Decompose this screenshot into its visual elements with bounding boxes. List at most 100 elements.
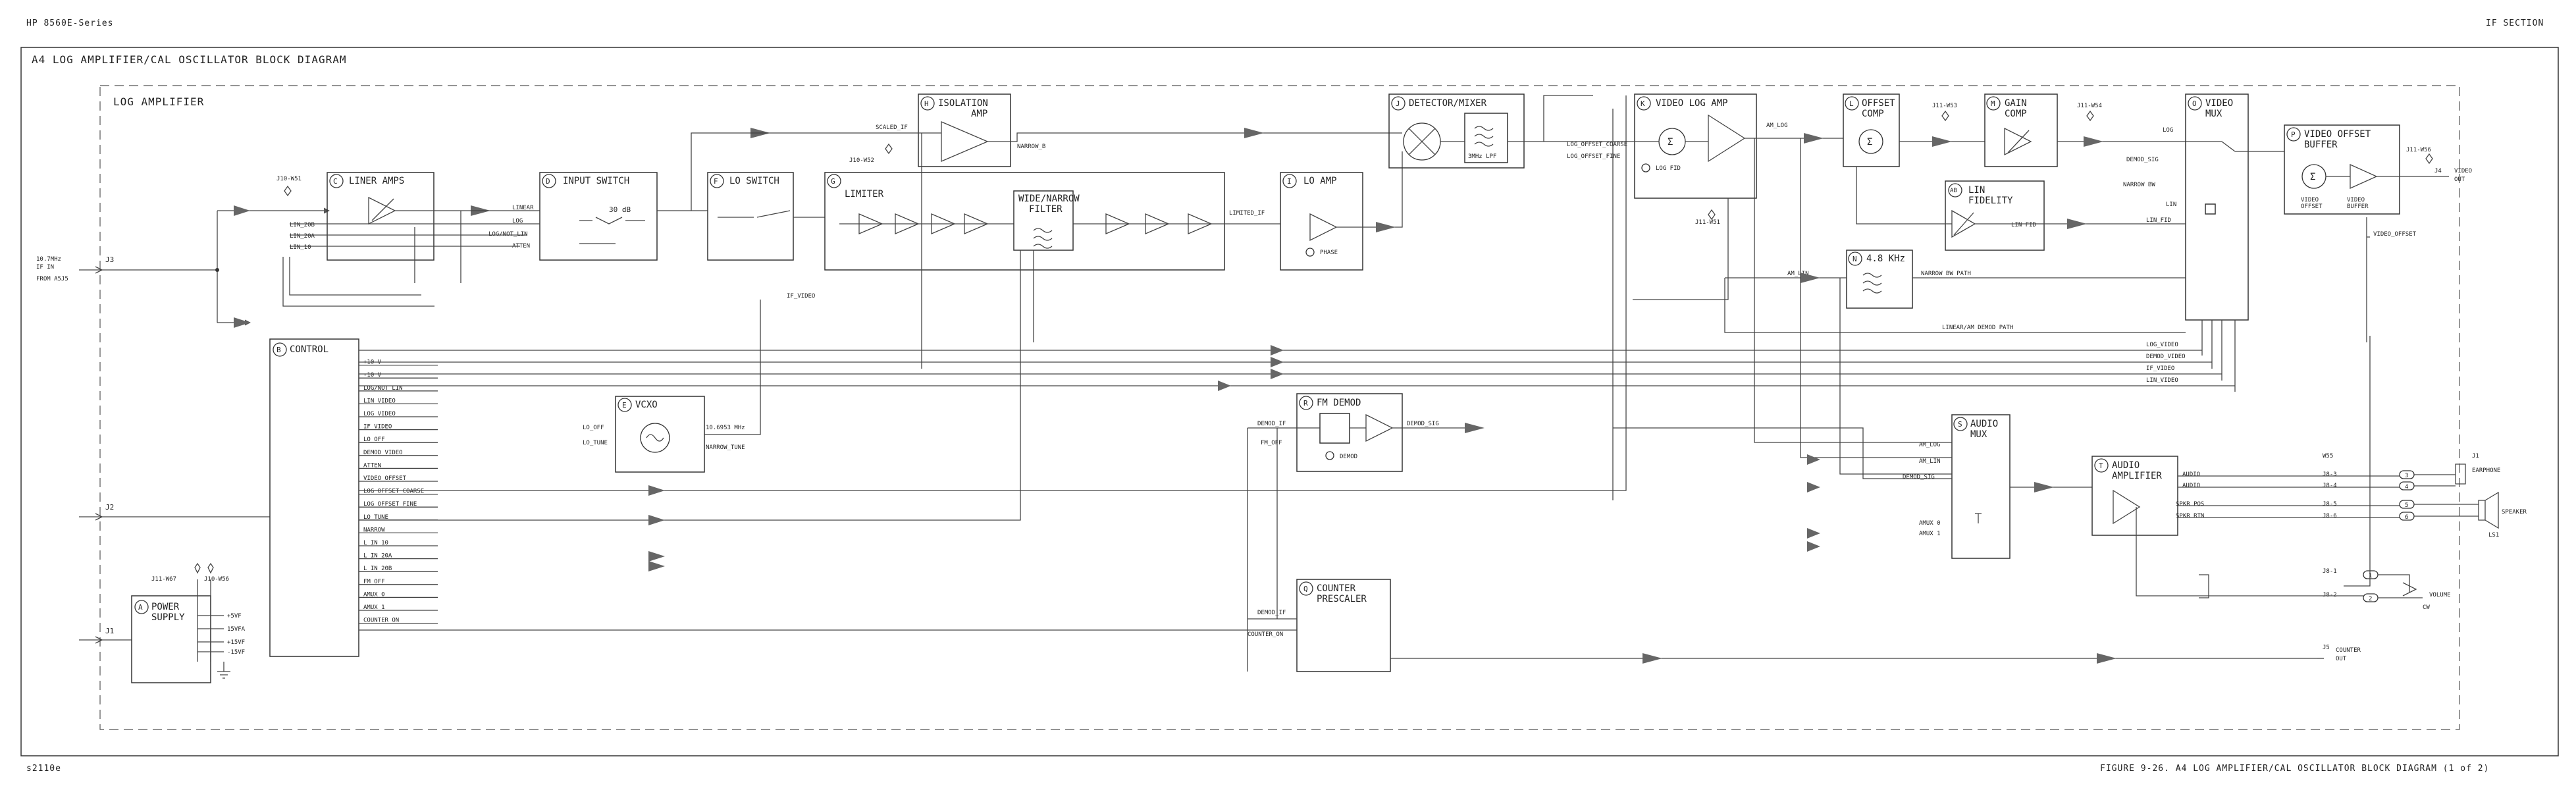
svg-text:LIN_20A: LIN_20A <box>290 233 315 240</box>
svg-text:SUPPLY: SUPPLY <box>151 612 185 623</box>
svg-text:6: 6 <box>2405 514 2408 521</box>
svg-text:A: A <box>138 603 143 612</box>
svg-text:Q: Q <box>1303 585 1308 593</box>
svg-text:B: B <box>276 346 281 354</box>
svg-text:VIDEO: VIDEO <box>2347 197 2365 203</box>
svg-text:FIDELITY: FIDELITY <box>1968 196 2013 206</box>
control-line-label: ATTEN <box>363 462 381 469</box>
block-t-audio-amplifier: T AUDIO AMPLIFIER AUDIO AUDIO SPKR POS S… <box>2091 456 2204 536</box>
svg-text:FROM A5J5: FROM A5J5 <box>36 276 68 282</box>
signal-wires <box>282 95 2371 672</box>
svg-text:C: C <box>333 177 338 186</box>
svg-text:COMP: COMP <box>2005 109 2027 119</box>
svg-text:J8-6: J8-6 <box>2323 513 2337 519</box>
control-line-label: NARROW <box>363 527 385 533</box>
svg-text:AMUX 1: AMUX 1 <box>1919 531 1941 537</box>
svg-text:J11-W53: J11-W53 <box>1932 103 1957 109</box>
svg-text:O: O <box>2192 99 2197 108</box>
svg-text:LINER AMPS: LINER AMPS <box>349 176 404 186</box>
svg-text:ISOLATION: ISOLATION <box>938 98 988 109</box>
svg-text:SPEAKER: SPEAKER <box>2502 509 2527 516</box>
svg-text:LOG: LOG <box>2163 127 2173 134</box>
block-d-input-switch: D INPUT SWITCH LINEAR LOG LOG/NOT_LIN AT… <box>488 172 658 261</box>
input-j2: J2 <box>79 503 270 521</box>
svg-text:COUNTER: COUNTER <box>2336 647 2361 654</box>
svg-text:J10-W56: J10-W56 <box>204 576 229 583</box>
svg-text:LIMITER: LIMITER <box>845 189 884 199</box>
svg-text:IF_VIDEO: IF_VIDEO <box>2146 365 2174 372</box>
block-q-counter-prescaler: Q COUNTER PRESCALER DEMOD_IF COUNTER_ON <box>1248 579 1391 672</box>
svg-text:DEMOD_SIG: DEMOD_SIG <box>1407 421 1439 427</box>
control-line-label: LOG/NOT_LIN <box>363 385 403 392</box>
svg-text:N: N <box>1853 255 1857 263</box>
svg-text:LOG/NOT_LIN: LOG/NOT_LIN <box>488 231 528 238</box>
control-line-label: COUNTER_ON <box>363 618 399 624</box>
svg-text:+5VF: +5VF <box>227 613 242 620</box>
svg-text:3: 3 <box>2405 473 2408 479</box>
header-right: IF SECTION <box>2486 18 2544 28</box>
svg-text:CONTROL: CONTROL <box>290 344 329 355</box>
svg-text:INPUT SWITCH: INPUT SWITCH <box>563 176 629 186</box>
block-i-lo-amp: I LO AMP PHASE <box>1280 172 1363 271</box>
svg-text:J: J <box>1396 99 1400 108</box>
frame-title: A4 LOG AMPLIFIER/CAL OSCILLATOR BLOCK DI… <box>32 53 346 66</box>
block-r-fm-demod: R FM DEMOD DEMOD DEMOD_IF FM_OFF DEMOD_S… <box>1257 393 1439 472</box>
bus-arrowheads <box>648 345 1820 571</box>
svg-text:DEMOD_IF: DEMOD_IF <box>1257 610 1286 616</box>
svg-text:10.7MHz: 10.7MHz <box>36 256 61 263</box>
svg-text:R: R <box>1303 399 1308 408</box>
svg-text:OUT: OUT <box>2454 176 2465 183</box>
control-line-label: L_IN_20B <box>363 566 392 572</box>
block-n-4p8khz: N 4.8 KHz NARROW BW PATH AM_LIN <box>1787 250 1971 309</box>
svg-text:1: 1 <box>2369 573 2372 579</box>
svg-text:J2: J2 <box>105 503 114 512</box>
svg-text:COUNTER: COUNTER <box>1317 583 1356 594</box>
svg-text:W55: W55 <box>2323 453 2333 460</box>
svg-text:DEMOD_IF: DEMOD_IF <box>1257 421 1286 427</box>
block-e-vcxo: E VCXO LO_OFF LO_TUNE 10.6953 MHz NARROW… <box>583 396 745 473</box>
svg-text:P: P <box>2291 130 2296 139</box>
block-g-limiter: G LIMITER WIDE/NARROW FILTER LIMITED_IF <box>824 172 1265 271</box>
svg-text:OUT: OUT <box>2336 656 2347 662</box>
svg-text:J8-4: J8-4 <box>2323 483 2337 489</box>
block-c-liner-amps: C LINER AMPS LIN_20B LIN_20A LIN_10 J10-… <box>276 172 434 261</box>
svg-text:G: G <box>831 177 835 186</box>
svg-text:PRESCALER: PRESCALER <box>1317 594 1367 604</box>
input-j3: 10.7MHz IF IN FROM A5J5 J3 <box>36 207 330 326</box>
svg-text:J8-3: J8-3 <box>2323 471 2337 478</box>
control-line-label: -10 V <box>363 372 382 379</box>
svg-text:AUDIO: AUDIO <box>2182 471 2200 478</box>
svg-text:DEMOD_VIDEO: DEMOD_VIDEO <box>2146 354 2186 360</box>
svg-text:AM_LOG: AM_LOG <box>1919 442 1941 448</box>
svg-text:LINEAR: LINEAR <box>512 205 534 211</box>
block-s-audio-mux: S AUDIO MUX AM_LOG AM_LIN DEMOD_SIG AMUX… <box>1903 414 2011 559</box>
svg-text:WIDE/NARROW: WIDE/NARROW <box>1018 194 1080 204</box>
svg-text:MUX: MUX <box>1970 429 1987 440</box>
svg-text:POWER: POWER <box>151 602 180 612</box>
svg-text:J1: J1 <box>105 627 114 635</box>
block-m-gain-comp: M GAIN COMP J11-W53 <box>1932 93 2058 167</box>
svg-text:OFFSET: OFFSET <box>1862 98 1895 109</box>
control-line-label: LO_OFF <box>363 437 385 443</box>
region-title: LOG AMPLIFIER <box>113 95 204 108</box>
svg-text:AUDIO: AUDIO <box>1970 419 1998 429</box>
svg-text:-15VF: -15VF <box>227 649 245 656</box>
svg-text:2: 2 <box>2369 596 2372 602</box>
svg-text:NARROW BW: NARROW BW <box>2123 182 2155 188</box>
svg-text:AB: AB <box>1950 188 1957 194</box>
svg-text:J5: J5 <box>2323 645 2330 651</box>
svg-text:H: H <box>924 99 929 108</box>
svg-text:AM_LIN: AM_LIN <box>1787 271 1809 277</box>
svg-text:T: T <box>2099 462 2103 470</box>
svg-text:GAIN: GAIN <box>2005 98 2027 109</box>
svg-text:DETECTOR/MIXER: DETECTOR/MIXER <box>1409 98 1487 109</box>
svg-text:VIDEO LOG AMP: VIDEO LOG AMP <box>1656 98 1728 109</box>
svg-text:AUDIO: AUDIO <box>2112 460 2140 471</box>
svg-text:LS1: LS1 <box>2488 532 2499 539</box>
svg-text:COMP: COMP <box>1862 109 1884 119</box>
svg-text:J8-5: J8-5 <box>2323 501 2337 508</box>
svg-text:LOG: LOG <box>512 218 523 225</box>
svg-text:J11-W56: J11-W56 <box>2406 147 2431 153</box>
svg-text:COUNTER_ON: COUNTER_ON <box>1248 631 1283 638</box>
svg-text:Σ: Σ <box>2310 172 2315 182</box>
